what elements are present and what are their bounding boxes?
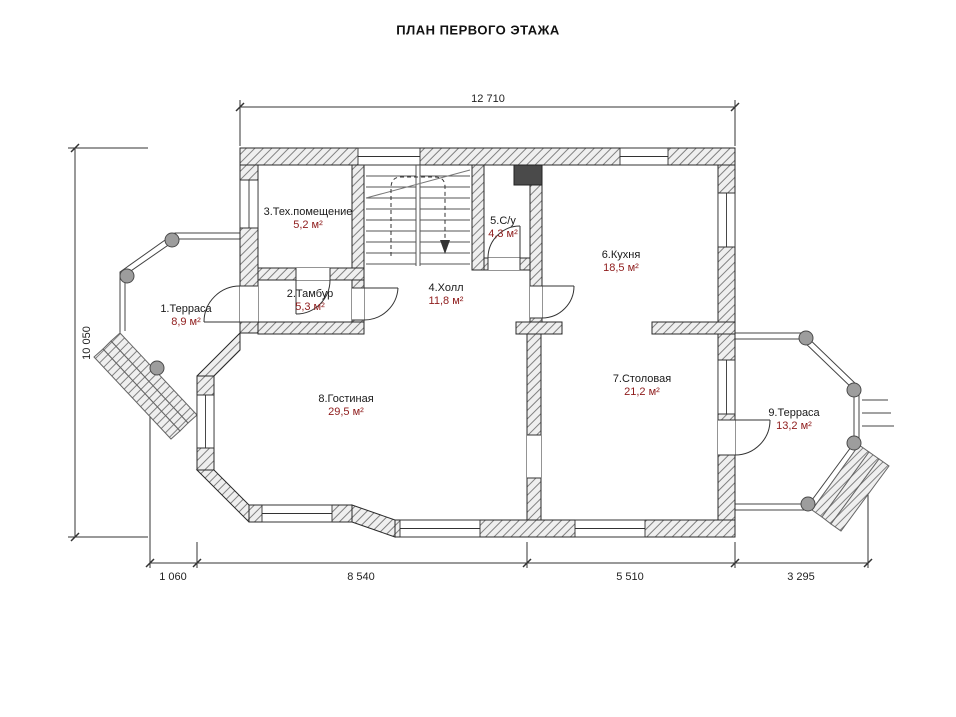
room-name: 9.Терраса — [768, 407, 820, 419]
room-name: 1.Терраса — [160, 303, 212, 315]
room-label-terrace-1: 1.Терраса 8,9 м² — [160, 303, 211, 329]
door-bathroom — [487, 225, 521, 259]
stairs — [365, 165, 471, 266]
room-label-bathroom: 5.С/у 4,3 м² — [488, 215, 518, 241]
room-area: 18,5 м² — [603, 262, 639, 274]
door-kitchen — [541, 285, 575, 319]
door-terrace-right — [734, 419, 771, 456]
right-terrace — [735, 332, 894, 532]
room-label-living: 8.Гостиная 29,5 м² — [318, 393, 373, 419]
dimension-left-height: 10 050 — [81, 326, 93, 360]
room-name: 3.Тех.помещение — [263, 206, 353, 218]
right-terrace-steps — [811, 444, 890, 532]
stairs-direction-arrow — [390, 176, 446, 256]
doors — [203, 225, 771, 479]
room-area: 5,3 м² — [295, 301, 325, 313]
door-tech-room — [295, 279, 331, 315]
dimension-lines — [68, 100, 873, 568]
windows — [196, 147, 736, 538]
room-label-hall: 4.Холл 11,8 м² — [428, 282, 463, 308]
room-label-tambour: 2.Тамбур 5,3 м² — [287, 288, 334, 314]
door-hall — [363, 287, 399, 321]
room-label-dining: 7.Столовая 21,2 м² — [613, 373, 671, 399]
left-terrace — [93, 232, 240, 440]
room-area: 13,2 м² — [776, 420, 812, 432]
room-label-kitchen: 6.Кухня 18,5 м² — [602, 249, 641, 275]
dimension-top-width: 12 710 — [471, 93, 505, 105]
room-name: 4.Холл — [428, 282, 464, 294]
door-terrace-left — [203, 285, 241, 323]
vent-shaft — [513, 164, 543, 186]
room-name: 8.Гостиная — [318, 393, 374, 405]
dimension-bottom-1: 1 060 — [159, 571, 187, 583]
room-area: 8,9 м² — [171, 316, 201, 328]
room-area: 11,8 м² — [428, 295, 464, 307]
room-area: 21,2 м² — [624, 386, 660, 398]
room-name: 2.Тамбур — [286, 288, 334, 300]
room-name: 5.С/у — [490, 215, 516, 227]
room-area: 29,5 м² — [328, 406, 364, 418]
page-title: ПЛАН ПЕРВОГО ЭТАЖА — [396, 22, 560, 38]
columns — [119, 232, 862, 512]
room-area: 4,3 м² — [488, 228, 518, 240]
dimension-bottom-3: 5 510 — [616, 571, 644, 583]
left-terrace-steps — [93, 332, 198, 440]
dimension-bottom-4: 3 295 — [787, 571, 815, 583]
room-area: 5,2 м² — [293, 219, 323, 231]
room-name: 7.Столовая — [612, 373, 672, 385]
room-label-terrace-9: 9.Терраса 13,2 м² — [768, 407, 819, 433]
room-label-tech-room: 3.Тех.помещение 5,2 м² — [264, 206, 353, 232]
room-name: 6.Кухня — [601, 249, 641, 261]
dimension-bottom-2: 8 540 — [347, 571, 375, 583]
